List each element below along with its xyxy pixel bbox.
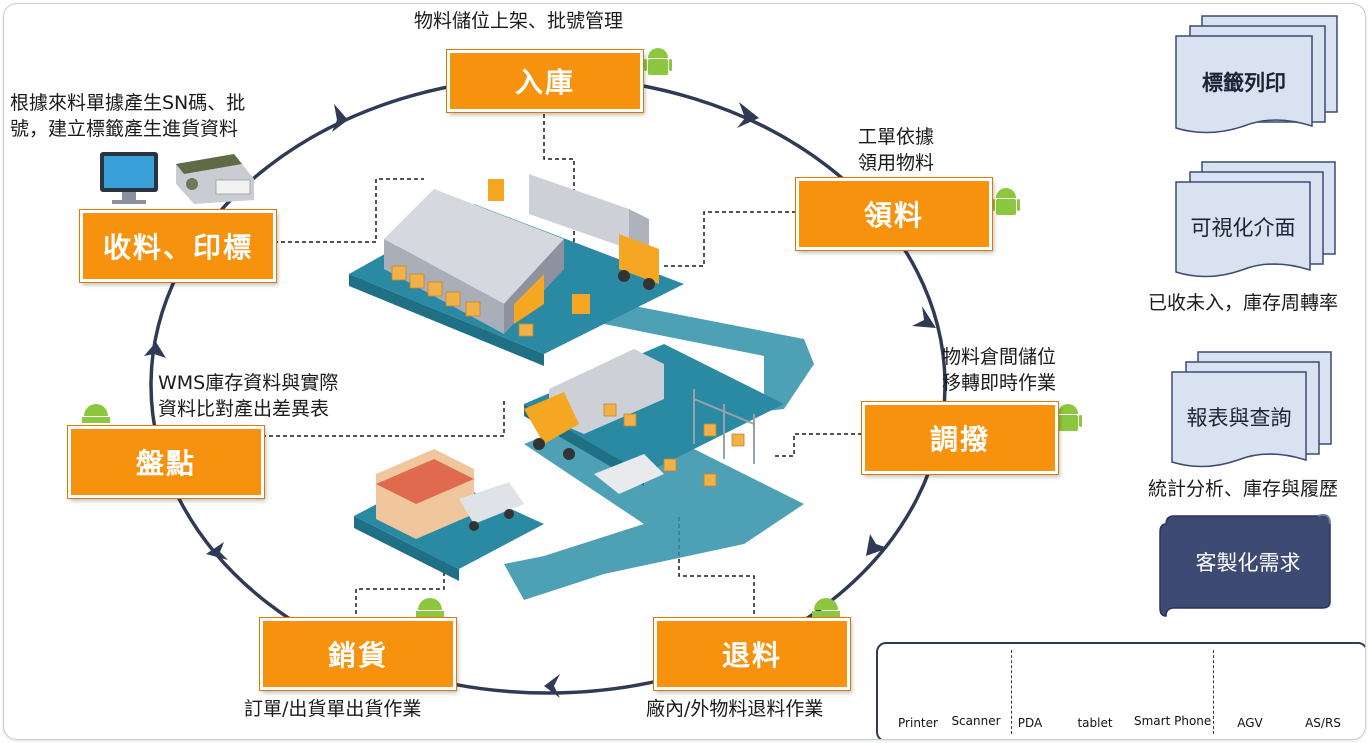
cycle-arrows (144, 102, 936, 698)
caption-sales: 訂單/出貨單出貨作業 (244, 698, 422, 720)
device-label-pda: PDA (1017, 716, 1043, 730)
scroll-custom (1159, 514, 1331, 617)
device-label-tablet: tablet (1077, 716, 1113, 730)
caption-return: 廠內/外物料退料作業 (646, 698, 824, 720)
caption-stocktake-line2: 資料比對產出差異表 (158, 398, 330, 420)
android-icon-return (812, 598, 840, 617)
node-picking-label: 領料 (863, 199, 924, 232)
label-printer-icon (176, 154, 254, 204)
doc-stack-visual-ui (1175, 161, 1336, 278)
device-panel (876, 642, 1365, 739)
android-icon-transfer (1054, 404, 1082, 431)
node-transfer-label: 調撥 (929, 423, 990, 456)
android-icon-stocktake (82, 404, 110, 423)
doc-stack-label-print (1175, 15, 1338, 134)
node-stocktake-label: 盤點 (135, 447, 196, 480)
node-sales[interactable]: 銷貨 (259, 617, 457, 691)
arrow-top-right (737, 102, 759, 128)
caption-receiving-line1: 根據來料單據產生SN碼、批 (10, 92, 246, 114)
arrow-top-left (332, 104, 348, 132)
device-separator-2 (1213, 650, 1214, 734)
monitor-icon (100, 152, 158, 204)
caption-receiving-line2: 號，建立標籤產生進貨資料 (10, 118, 239, 140)
reports-caption: 統計分析、庫存與履歷 (1147, 478, 1338, 500)
doc-reports-title: 報表與查詢 (1186, 406, 1292, 430)
arrow-right-lower (866, 534, 888, 556)
device-label-agv: AGV (1237, 716, 1263, 730)
doc-stack-reports (1171, 351, 1332, 468)
diagram-frame: 入庫 領料 調撥 退料 銷貨 盤點 收料、印標 物料儲位上架、批號管理 工單依據… (3, 3, 1366, 740)
arrow-left-upper (144, 342, 166, 358)
node-receiving[interactable]: 收料、印標 (79, 209, 277, 283)
device-label-printer: Printer (898, 716, 938, 730)
android-icon-inbound (644, 48, 672, 75)
doc-visual-ui-title: 可視化介面 (1190, 216, 1296, 240)
node-return[interactable]: 退料 (653, 617, 851, 691)
arrow-left-lower (206, 542, 228, 560)
android-icon-picking (992, 188, 1020, 215)
node-receiving-label: 收料、印標 (102, 231, 253, 264)
device-label-asrs: AS/RS (1305, 716, 1341, 730)
device-label-scanner: Scanner (951, 714, 1001, 728)
visual-ui-caption: 已收未入，庫存周轉率 (1147, 292, 1338, 314)
node-transfer[interactable]: 調撥 (861, 401, 1059, 475)
caption-picking-line1: 工單依據 (858, 126, 935, 148)
node-picking[interactable]: 領料 (795, 177, 993, 251)
caption-inbound: 物料儲位上架、批號管理 (414, 10, 624, 32)
node-return-label: 退料 (721, 639, 782, 672)
caption-stocktake-line1: WMS庫存資料與實際 (158, 372, 339, 394)
warehouse-illustration (349, 174, 814, 600)
node-inbound-label: 入庫 (514, 66, 575, 99)
custom-requirements-title: 客製化需求 (1195, 551, 1301, 575)
caption-transfer-line2: 移轉即時作業 (942, 372, 1057, 394)
arrow-bottom (544, 674, 560, 698)
leader-lines (262, 114, 862, 621)
device-separator-1 (1011, 650, 1012, 734)
doc-label-print-title: 標籤列印 (1202, 71, 1286, 95)
device-label-smart-phone: Smart Phone (1134, 714, 1212, 728)
node-stocktake[interactable]: 盤點 (67, 425, 265, 499)
caption-transfer-line1: 物料倉間儲位 (942, 346, 1057, 368)
arrow-right-upper (912, 306, 936, 328)
node-sales-label: 銷貨 (327, 639, 388, 672)
android-icon-sales (416, 598, 444, 617)
caption-picking-line2: 領用物料 (858, 152, 935, 174)
node-inbound[interactable]: 入庫 (446, 49, 644, 113)
